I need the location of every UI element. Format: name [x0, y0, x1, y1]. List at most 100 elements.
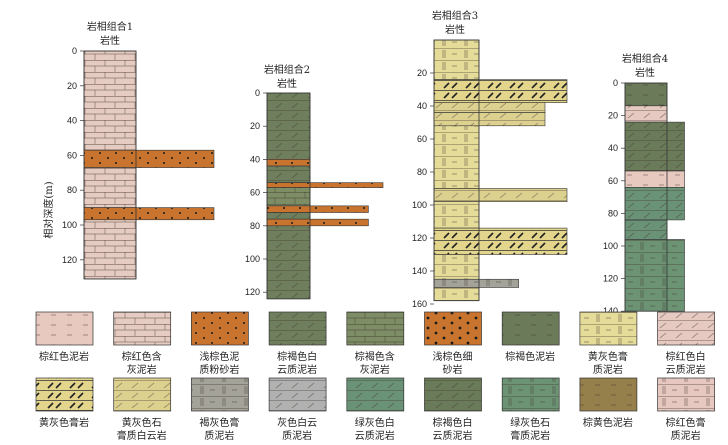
legend-swatch: [424, 311, 482, 346]
legend-label-line2: 云质泥岩: [355, 429, 395, 442]
legend-swatch: [657, 311, 715, 346]
column-3-layer-4: [433, 112, 546, 127]
column-3-strata: [433, 39, 568, 302]
column-3-layer-11: [433, 287, 480, 301]
legend-label: 棕红色泥岩: [39, 350, 89, 363]
depth-tick-label: 60: [608, 176, 618, 186]
column-2-strata: [266, 92, 384, 300]
column-2-outline: [266, 92, 311, 300]
legend-label-line2: 膏质泥岩: [510, 429, 550, 442]
depth-tick-label: 0: [613, 78, 618, 88]
depth-tick-label: 80: [67, 185, 77, 195]
depth-tick-label: 80: [608, 208, 618, 218]
column-3-title: 岩相组合3: [432, 9, 478, 22]
legend-label-line2: 云质泥岩: [277, 363, 317, 376]
legend-label-line2: 云质泥岩: [666, 363, 706, 376]
legend-label-line2: 砂岩: [443, 363, 463, 376]
column-3-outline: [433, 39, 480, 302]
depth-tick-label: 20: [608, 111, 618, 121]
depth-tick-label: 40: [67, 116, 77, 126]
column-1-layer-1: [83, 50, 137, 151]
column-4-layer-5: [624, 187, 685, 221]
legend-label: 棕褐色含: [355, 350, 395, 363]
depth-tick-label: 0: [72, 46, 77, 56]
column-3-layer-6: [433, 188, 568, 202]
depth-tick-label: 100: [603, 241, 618, 251]
depth-tick-label: 80: [417, 167, 427, 177]
column-3-layer-5: [433, 125, 480, 189]
legend-swatch: [501, 311, 560, 346]
legend-label: 灰色白云: [277, 416, 317, 429]
depth-tick-label: 120: [603, 274, 618, 284]
column-3-layer-3: [433, 102, 546, 113]
column-2-layer-2: [266, 159, 311, 167]
legend-label: 绿灰色白: [355, 416, 395, 429]
column-2-layer-4: [266, 182, 384, 188]
depth-tick-label: 40: [608, 143, 618, 153]
column-3-layer-7: [433, 201, 480, 229]
column-3-layer-10: [433, 278, 519, 288]
depth-tick-label: 60: [67, 150, 77, 160]
legend-label: 棕褐色泥岩: [505, 350, 555, 363]
legend-swatch: [268, 311, 327, 346]
legend-label: 黄灰色石: [122, 416, 162, 429]
column-4-subtitle: 岩性: [635, 66, 655, 79]
column-2-subtitle: 岩性: [277, 77, 297, 90]
legend-label-line2: 灰泥岩: [360, 363, 390, 376]
legend-label-line2: 质泥岩: [593, 363, 623, 376]
column-1-layer-5: [83, 219, 137, 280]
column-1-layer-2: [83, 149, 215, 168]
depth-tick-label: 40: [250, 154, 260, 164]
column-4-strata: [624, 82, 685, 312]
depth-tick-label: 160: [412, 299, 427, 309]
legend-label: 棕红色含: [122, 350, 162, 363]
depth-tick-label: 20: [250, 121, 260, 131]
depth-tick-label: 100: [412, 200, 427, 210]
column-3-subtitle: 岩性: [445, 23, 465, 36]
column-4-layer-2: [624, 105, 668, 123]
column-2-layer-5: [266, 187, 311, 207]
column-1-layer-4: [83, 207, 215, 221]
column-1-title: 岩相组合1: [87, 20, 133, 33]
depth-tick-label: 40: [417, 101, 427, 111]
legend-swatch: [113, 311, 172, 346]
depth-tick-label: 120: [62, 255, 77, 265]
legend-label: 棕红色白: [666, 350, 706, 363]
column-2-layer-7: [266, 212, 311, 220]
column-2-layer-1: [266, 92, 311, 160]
depth-tick-label: 60: [417, 134, 427, 144]
column-3-layer-9: [433, 254, 480, 280]
column-2-layer-6: [266, 205, 369, 213]
column-2-layer-8: [266, 218, 369, 227]
depth-tick-label: 100: [245, 254, 260, 264]
depth-tick-label: 120: [245, 287, 260, 297]
depth-tick-label: 80: [250, 221, 260, 231]
column-4-layer-1: [624, 82, 668, 107]
column-3-layer-8: [433, 227, 568, 255]
legend-label-line2: 质粉砂岩: [199, 363, 239, 376]
legend-label-line2: 质泥岩: [282, 429, 312, 442]
legend-label-line2: 质泥岩: [671, 429, 701, 442]
depth-tick-label: 20: [67, 81, 77, 91]
depth-axis-label: 相对深度(m): [42, 181, 55, 238]
legend-label: 棕褐色白: [433, 416, 473, 429]
legend-label: 棕黄色泥岩: [583, 416, 633, 429]
legend-swatch: [113, 377, 172, 412]
column-2-layer-3: [266, 165, 311, 183]
column-3-layer-2: [433, 79, 568, 103]
legend-swatch: [424, 377, 482, 412]
legend-swatch: [579, 311, 638, 346]
column-1-strata: [83, 50, 215, 280]
column-3-layer-1: [433, 39, 480, 80]
legend-label-line2: 云质泥岩: [433, 429, 473, 442]
column-4-outline: [624, 82, 668, 312]
legend-swatch: [191, 311, 249, 346]
